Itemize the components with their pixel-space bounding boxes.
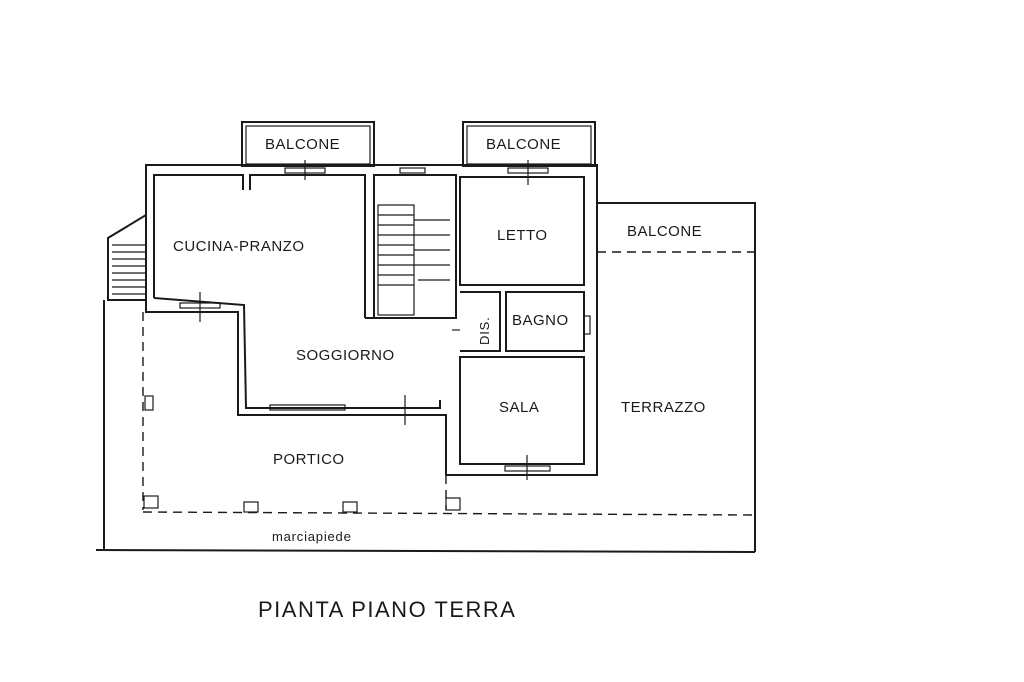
label-balcone-center: BALCONE (486, 136, 561, 153)
window-markers (179, 160, 591, 480)
plan-title: PIANTA PIANO TERRA (258, 597, 516, 622)
stair-treads (378, 214, 450, 286)
label-terrazzo: TERRAZZO (621, 399, 706, 416)
label-portico: PORTICO (273, 451, 345, 468)
portico-outline (142, 312, 753, 516)
label-sala: SALA (499, 399, 539, 416)
label-balcone-left: BALCONE (265, 136, 340, 153)
label-letto: LETTO (497, 227, 548, 244)
sidewalk (95, 300, 756, 553)
label-soggiorno: SOGGIORNO (296, 347, 395, 364)
label-marciapiede: marciapiede (272, 529, 352, 544)
terrazzo-outline (597, 202, 762, 552)
label-cucina-pranzo: CUCINA-PRANZO (173, 238, 305, 255)
label-bagno: BAGNO (512, 312, 569, 329)
label-balcone-right: BALCONE (627, 223, 702, 240)
exterior-stair (107, 214, 147, 301)
label-dis: DIS. (477, 317, 492, 345)
building-walls (145, 164, 598, 476)
